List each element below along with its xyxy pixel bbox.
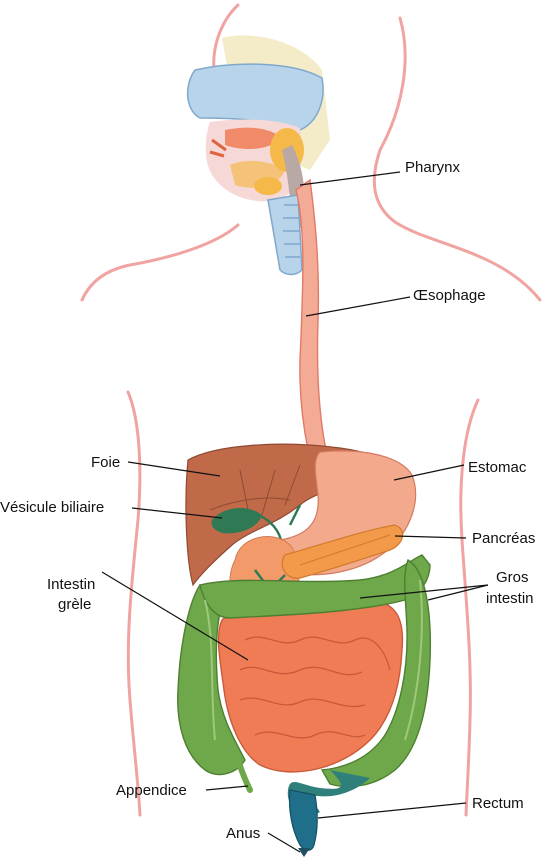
sublingual-gland: [254, 177, 282, 195]
leader-pharynx: [299, 171, 401, 186]
leader-oesophage: [305, 296, 411, 317]
descending-colon: [320, 558, 432, 788]
rectum: [288, 789, 318, 851]
torso-right-outline: [459, 398, 480, 817]
label-vesicule-biliaire: Vésicule biliaire: [0, 499, 104, 516]
leader-intestin-grele: [101, 571, 249, 661]
pancreas-duct: [299, 534, 391, 566]
label-rectum: Rectum: [472, 795, 524, 812]
torso-left-outline: [126, 390, 142, 817]
label-intestin-grele-line2: grèle: [58, 596, 91, 613]
label-estomac: Estomac: [468, 459, 527, 476]
label-foie: Foie: [91, 454, 120, 471]
small-intestine-folds: [239, 636, 391, 739]
label-appendice: Appendice: [116, 782, 187, 799]
leader-anus: [267, 832, 301, 853]
label-gros-intestin-line2: intestin: [486, 590, 534, 607]
leader-rectum: [317, 802, 467, 819]
trachea-rings: [283, 204, 300, 258]
neck-shoulder-right-outline: [372, 16, 542, 302]
neck-shoulder-left-outline: [80, 223, 240, 302]
label-pharynx: Pharynx: [405, 159, 461, 176]
labels: Pharynx Œsophage Foie Estomac Vésicule b…: [0, 159, 535, 842]
leader-appendice: [205, 785, 249, 791]
trachea: [267, 194, 303, 276]
label-pancreas: Pancréas: [472, 530, 535, 547]
anus: [298, 848, 310, 857]
leader-gros-intestin-a: [359, 584, 489, 599]
leader-lines: [101, 171, 489, 853]
appendix: [235, 757, 253, 793]
head-region: [187, 35, 330, 276]
leader-foie: [127, 461, 221, 477]
leader-estomac: [393, 464, 465, 481]
body-outline: [80, 3, 542, 817]
small-intestine: [217, 596, 404, 773]
label-anus: Anus: [226, 825, 260, 842]
head-back-outline: [212, 3, 240, 72]
transverse-colon: [199, 554, 431, 619]
colon-bands: [204, 579, 423, 741]
label-oesophage: Œsophage: [413, 287, 486, 304]
leader-pancreas: [394, 535, 467, 539]
label-intestin-grele-line1: Intestin: [47, 576, 95, 593]
teeth: [209, 138, 227, 158]
liver-vessels: [209, 464, 301, 521]
label-gros-intestin-line1: Gros: [496, 569, 529, 586]
palate: [225, 127, 282, 150]
leader-gros-intestin-b: [427, 584, 489, 601]
gallbladder: [211, 508, 262, 534]
pancreas: [281, 524, 404, 579]
leader-vesicule: [131, 507, 223, 519]
